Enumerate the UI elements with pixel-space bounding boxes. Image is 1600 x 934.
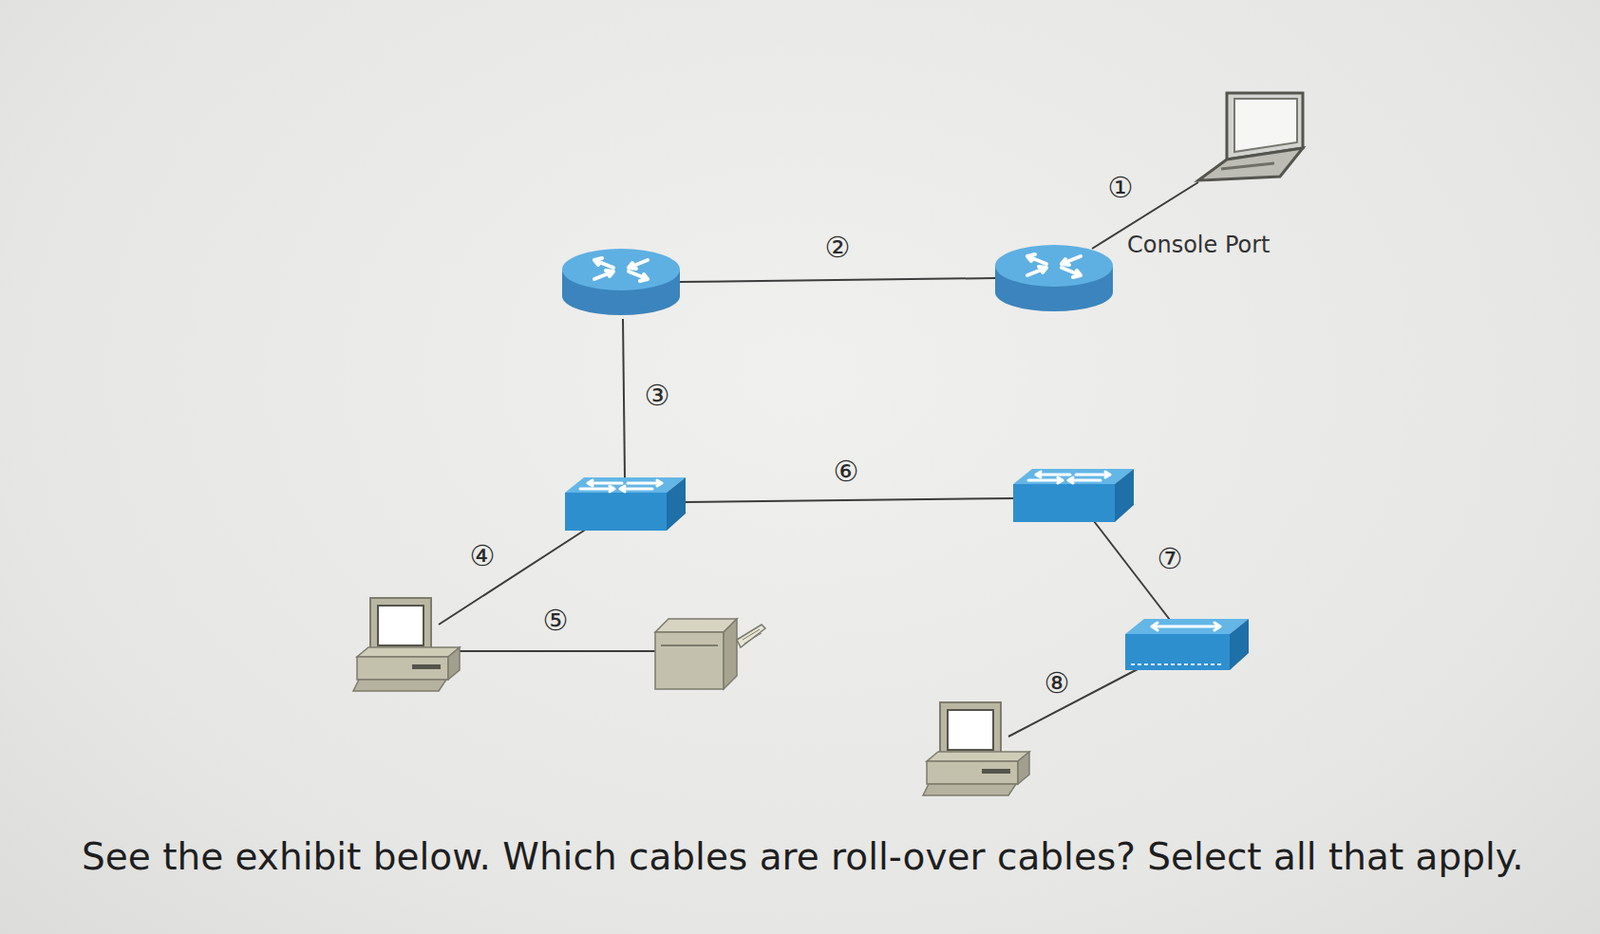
callout-number: ⑦ xyxy=(1155,544,1186,575)
switch-cable xyxy=(685,498,1016,503)
printer-icon xyxy=(655,619,766,690)
cables xyxy=(438,182,1199,737)
switch-icon xyxy=(1013,469,1134,523)
callout-number: ③ xyxy=(642,380,673,412)
router-icon xyxy=(995,244,1113,312)
pc-icon xyxy=(353,598,460,692)
port-label: Console Port xyxy=(1127,232,1270,258)
router-switch-cable xyxy=(622,319,625,479)
laptop-icon xyxy=(1198,93,1303,181)
router-cable xyxy=(678,278,996,283)
callout-number: ⑤ xyxy=(541,605,571,637)
callout-number: ⑧ xyxy=(1042,668,1073,699)
callout-number: ① xyxy=(1106,172,1136,204)
router-icon xyxy=(562,248,680,316)
callout-number: ④ xyxy=(468,541,498,572)
switch-icon xyxy=(564,477,686,531)
hub-icon xyxy=(1125,619,1249,671)
callout-number: ⑥ xyxy=(831,456,862,488)
pc-icon xyxy=(922,702,1030,796)
callout-number: ② xyxy=(823,232,853,264)
question-caption: See the exhibit below. Which cables are … xyxy=(81,835,1525,879)
pc-printer-cable xyxy=(450,650,656,653)
pc-hub-cable xyxy=(1008,669,1138,737)
